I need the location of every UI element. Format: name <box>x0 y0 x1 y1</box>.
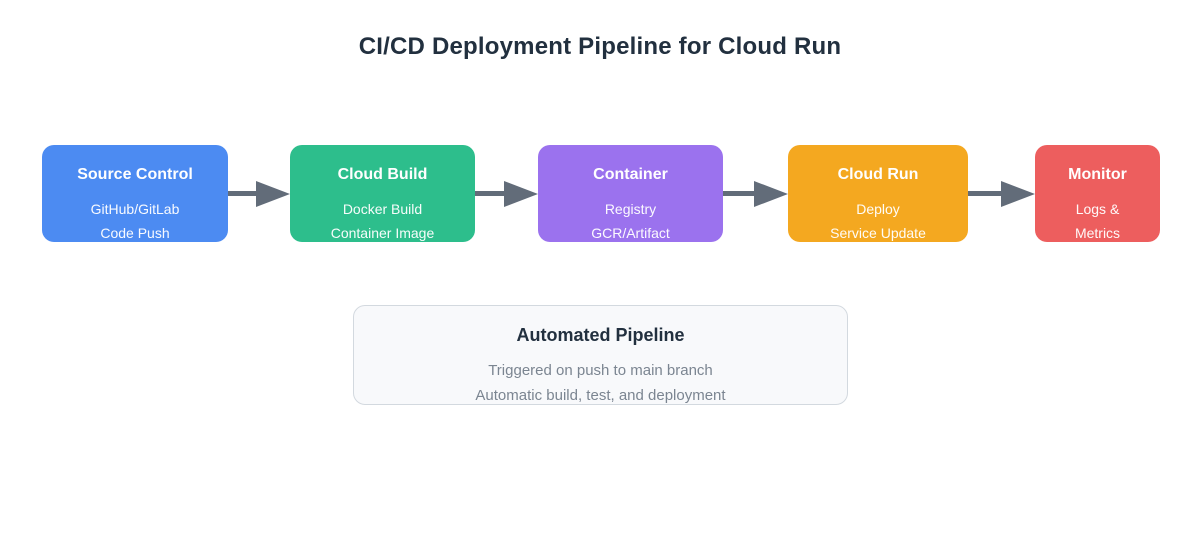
stage-cloud-run: Cloud Run Deploy Service Update <box>788 145 968 242</box>
arrow-right-icon <box>754 181 788 207</box>
stage-title: Cloud Build <box>337 166 428 183</box>
stage-detail: Service Update <box>830 225 926 241</box>
stage-detail: Docker Build <box>342 201 423 217</box>
stage-detail: Code Push <box>100 225 170 241</box>
stage-monitor: Monitor Logs & Metrics <box>1035 145 1160 242</box>
stage-source-control: Source Control GitHub/GitLab Code Push <box>42 145 228 242</box>
stage-detail: Deploy <box>856 201 900 217</box>
flow-arrow <box>475 181 538 207</box>
stage-detail: Logs & <box>1075 201 1120 217</box>
stage-title: Monitor <box>1068 166 1127 183</box>
arrow-shaft <box>228 191 264 196</box>
arrow-right-icon <box>256 181 290 207</box>
arrow-shaft <box>723 191 762 196</box>
info-panel-detail: Triggered on push to main branch <box>488 362 713 379</box>
page-title: CI/CD Deployment Pipeline for Cloud Run <box>358 33 842 60</box>
arrow-right-icon <box>1001 181 1035 207</box>
stage-detail: Container Image <box>330 225 435 241</box>
arrow-shaft <box>968 191 1009 196</box>
stage-detail: Metrics <box>1074 225 1121 241</box>
info-panel-title: Automated Pipeline <box>516 325 685 345</box>
stage-container-registry: Container Registry GCR/Artifact <box>538 145 723 242</box>
stage-cloud-build: Cloud Build Docker Build Container Image <box>290 145 475 242</box>
stage-detail: GCR/Artifact <box>591 225 670 241</box>
stage-title: Container <box>593 166 668 183</box>
stage-detail: Registry <box>604 201 657 217</box>
flow-arrow <box>968 181 1035 207</box>
info-panel: Automated Pipeline Triggered on push to … <box>353 305 848 405</box>
arrow-shaft <box>475 191 512 196</box>
flow-arrow <box>723 181 788 207</box>
stage-title: Cloud Run <box>837 166 919 183</box>
flow-arrow <box>228 181 290 207</box>
info-panel-detail: Automatic build, test, and deployment <box>475 387 726 404</box>
stage-title: Source Control <box>77 166 193 183</box>
arrow-right-icon <box>504 181 538 207</box>
stage-detail: GitHub/GitLab <box>90 201 180 217</box>
